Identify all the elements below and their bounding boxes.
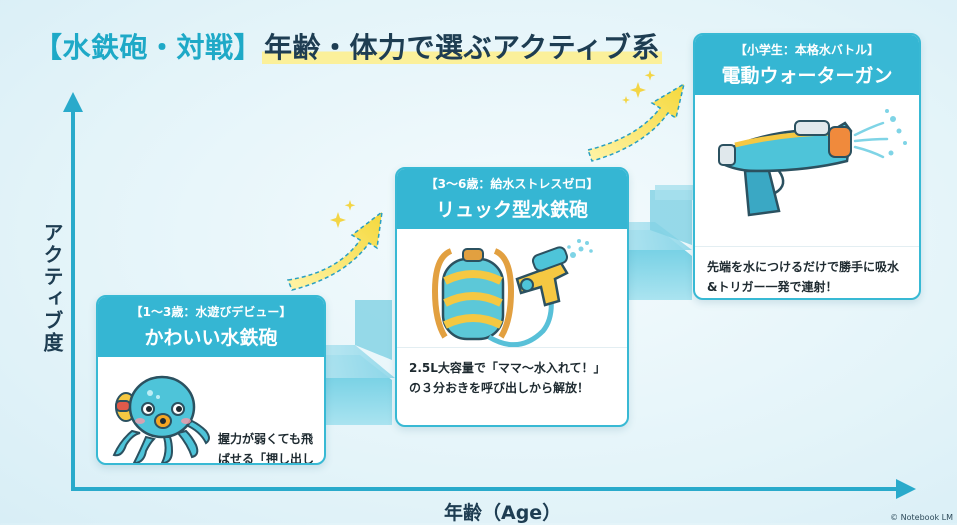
title-main: 年齢・体力で選ぶアクティブ系: [262, 31, 662, 64]
x-axis: [71, 479, 916, 499]
title-category: 【水鉄砲・対戦】: [34, 31, 263, 64]
card-title: 電動ウォーターガン: [721, 65, 893, 87]
card-image: [397, 229, 627, 348]
electric-water-gun-icon: [718, 109, 907, 217]
card-preschool: 【3〜6歳：給水ストレスゼロ】 リュック型水鉄砲 2.5L大容量で「ママ〜水入れ…: [395, 167, 629, 427]
card-description: 先端を水につけるだけで勝手に吸水&トリガー一発で連射！: [695, 246, 919, 298]
card-subtitle: 【3〜6歳：給水ストレスゼロ】: [425, 177, 599, 191]
card-title: リュック型水鉄砲: [435, 199, 588, 221]
card-image: [695, 95, 919, 246]
card-header: 【3〜6歳：給水ストレスゼロ】 リュック型水鉄砲: [397, 169, 627, 229]
card-header: 【小学生：本格水バトル】 電動ウォーターガン: [695, 35, 919, 95]
y-axis: [63, 92, 83, 490]
card-title: かわいい水鉄砲: [144, 327, 278, 349]
growth-arrow-2: [587, 82, 686, 162]
page-title: 【水鉄砲・対戦】年齢・体力で選ぶアクティブ系: [34, 26, 662, 66]
card-description: 2.5L大容量で「ママ〜水入れて！」の３分おきを呼び出しから解放！: [397, 347, 627, 408]
card-subtitle: 【1〜3歳：水遊びデビュー】: [130, 305, 292, 319]
credit-text: © Notebook LM: [890, 513, 953, 522]
x-axis-label: 年齢（Age）: [444, 502, 562, 524]
card-subtitle: 【小学生：本格水バトル】: [734, 43, 880, 57]
y-axis-label: アクティブ度: [40, 222, 64, 354]
sparkles: [330, 70, 656, 228]
card-header: 【1〜3歳：水遊びデビュー】 かわいい水鉄砲: [98, 297, 324, 357]
card-image: 握力が弱くても飛ばせる「押し出し式」＆角のい安心丸み設計。: [98, 357, 324, 465]
card-description: 握力が弱くても飛ばせる「押し出し式」＆角のい安心丸み設計。: [218, 432, 315, 465]
card-elementary: 【小学生：本格水バトル】 電動ウォーターガン 先端を水につけるだけで勝手に吸水&…: [693, 33, 921, 300]
card-toddler: 【1〜3歳：水遊びデビュー】 かわいい水鉄砲 握力が: [96, 295, 326, 465]
backpack-water-gun-icon: [431, 239, 593, 348]
growth-arrow-1: [286, 210, 383, 291]
octopus-water-gun-icon: [112, 375, 210, 463]
